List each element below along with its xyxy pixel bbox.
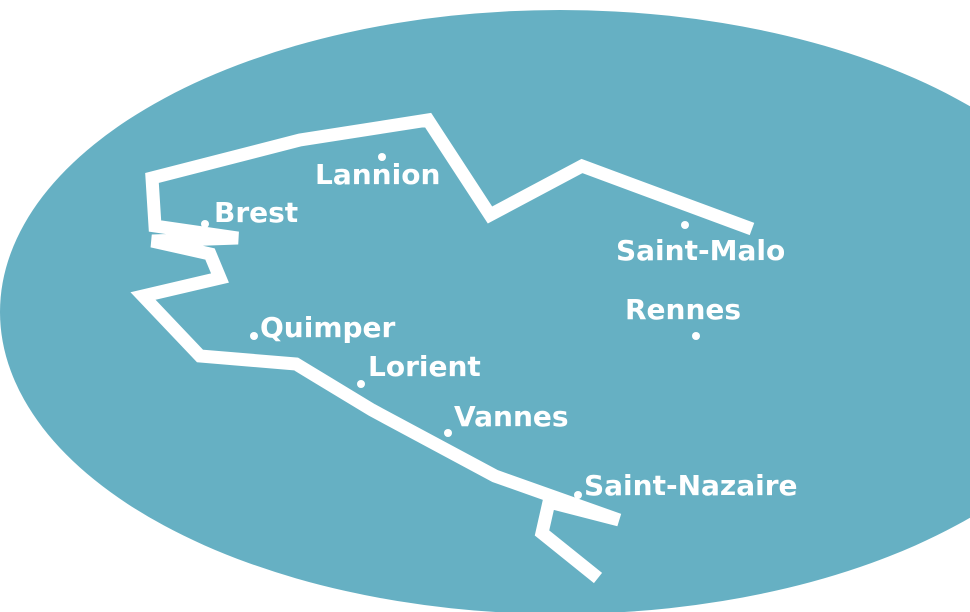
- city-dot-vannes: [444, 429, 452, 437]
- city-label-brest: Brest: [214, 196, 298, 229]
- city-dot-rennes: [692, 332, 700, 340]
- city-label-saint-nazaire: Saint-Nazaire: [584, 469, 798, 502]
- city-label-lannion: Lannion: [315, 158, 440, 191]
- region-ellipse: [0, 10, 970, 612]
- city-dot-brest: [201, 220, 209, 228]
- city-label-vannes: Vannes: [454, 400, 569, 433]
- city-dot-lorient: [357, 380, 365, 388]
- city-label-quimper: Quimper: [260, 311, 396, 344]
- city-label-saint-malo: Saint-Malo: [616, 234, 785, 267]
- city-dot-lannion: [378, 153, 386, 161]
- city-label-lorient: Lorient: [368, 350, 481, 383]
- city-dot-saint-nazaire: [574, 491, 582, 499]
- city-label-rennes: Rennes: [625, 293, 741, 326]
- city-dot-saint-malo: [681, 221, 689, 229]
- coastline-outline: [130, 112, 755, 584]
- city-dot-quimper: [250, 332, 258, 340]
